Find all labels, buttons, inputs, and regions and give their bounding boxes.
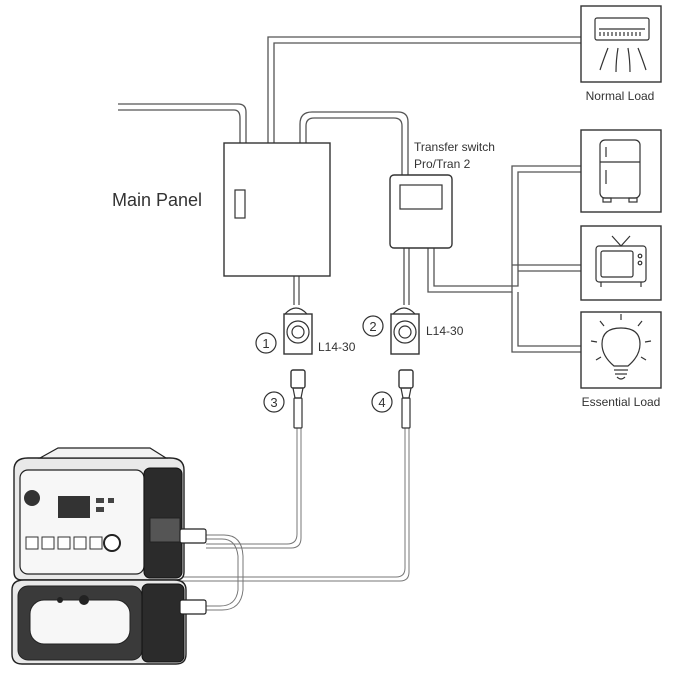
- wire-normal-load: [267, 36, 582, 143]
- inlet-1-label: L14-30: [318, 340, 356, 354]
- plug-4-head: [398, 369, 414, 389]
- panel-handle-icon: [234, 189, 246, 219]
- essential-load-tv: [580, 225, 662, 301]
- transfer-switch-display: [399, 184, 443, 210]
- inlet-box-1: L14-30 1: [255, 307, 356, 355]
- essential-load-fridge: [580, 129, 662, 213]
- bottom-unit-window: [29, 599, 131, 645]
- top-unit-outlet-icon: [103, 534, 121, 552]
- l14-30-socket-icon: [286, 320, 310, 344]
- transfer-switch-label-2: Pro/Tran 2: [414, 157, 471, 171]
- top-unit-ac-outlets: [25, 536, 103, 550]
- main-panel-box: [223, 142, 331, 277]
- wire-normal-load-inner: [273, 42, 582, 143]
- wire-utility-entry-inner: [118, 109, 241, 143]
- wire-utility-entry: [118, 103, 247, 143]
- marker-2: 2: [369, 319, 376, 334]
- power-station-bottom: [11, 579, 207, 665]
- marker-1: 1: [262, 336, 269, 351]
- cable-parallel-inner: [205, 534, 244, 611]
- lightbulb-icon: [590, 314, 652, 380]
- power-station-top: [13, 447, 207, 581]
- inlet-box-2: L14-30 2: [362, 307, 464, 355]
- plug-3-head: [290, 369, 306, 389]
- transfer-switch-label-1: Transfer switch: [414, 140, 495, 154]
- inlet-2-label: L14-30: [426, 324, 464, 338]
- tv-icon: [595, 235, 647, 287]
- bottom-unit-side-panel: [141, 583, 185, 663]
- normal-load-label: Normal Load: [586, 89, 655, 103]
- plug-4: 4: [371, 369, 414, 429]
- essential-load-label: Essential Load: [582, 395, 661, 409]
- heater-icon: [594, 17, 650, 73]
- wire-light-branch: [511, 292, 582, 353]
- top-unit-plug: [179, 528, 207, 544]
- wire-panel-to-switch: [299, 111, 409, 175]
- fridge-frame: [580, 129, 662, 213]
- cable-parallel: [205, 538, 239, 607]
- wiring: [107, 36, 582, 611]
- wire-panel-to-switch-inner: [305, 117, 403, 175]
- main-panel-unit: Main Panel: [112, 142, 331, 277]
- top-unit-fan-icon: [24, 490, 40, 506]
- main-panel-label: Main Panel: [112, 190, 202, 210]
- top-unit-display: [58, 496, 90, 518]
- fridge-icon: [599, 139, 641, 203]
- marker-1-circle: [255, 332, 277, 354]
- plug-3: 3: [263, 369, 306, 429]
- marker-4-circle: [371, 391, 393, 413]
- light-frame: [580, 311, 662, 389]
- wire-essential-bus-inner: [433, 171, 582, 287]
- marker-3: 3: [270, 395, 277, 410]
- normal-load-unit: Normal Load: [580, 5, 662, 103]
- transfer-switch-box: [389, 174, 453, 249]
- inlet-box-2-body: [390, 313, 420, 355]
- cable-3: [206, 428, 298, 545]
- marker-2-circle: [362, 315, 384, 337]
- bottom-unit-plug: [179, 599, 207, 615]
- essential-load-light: Essential Load: [580, 311, 662, 409]
- cable-3-inner: [206, 428, 302, 549]
- transfer-switch-unit: Transfer switch Pro/Tran 2: [389, 140, 495, 249]
- wire-light-branch-inner: [517, 292, 582, 347]
- l14-30-socket-icon-2: [393, 320, 417, 344]
- marker-3-circle: [263, 391, 285, 413]
- marker-4: 4: [378, 395, 385, 410]
- tv-frame: [580, 225, 662, 301]
- inlet-box-1-body: [283, 313, 313, 355]
